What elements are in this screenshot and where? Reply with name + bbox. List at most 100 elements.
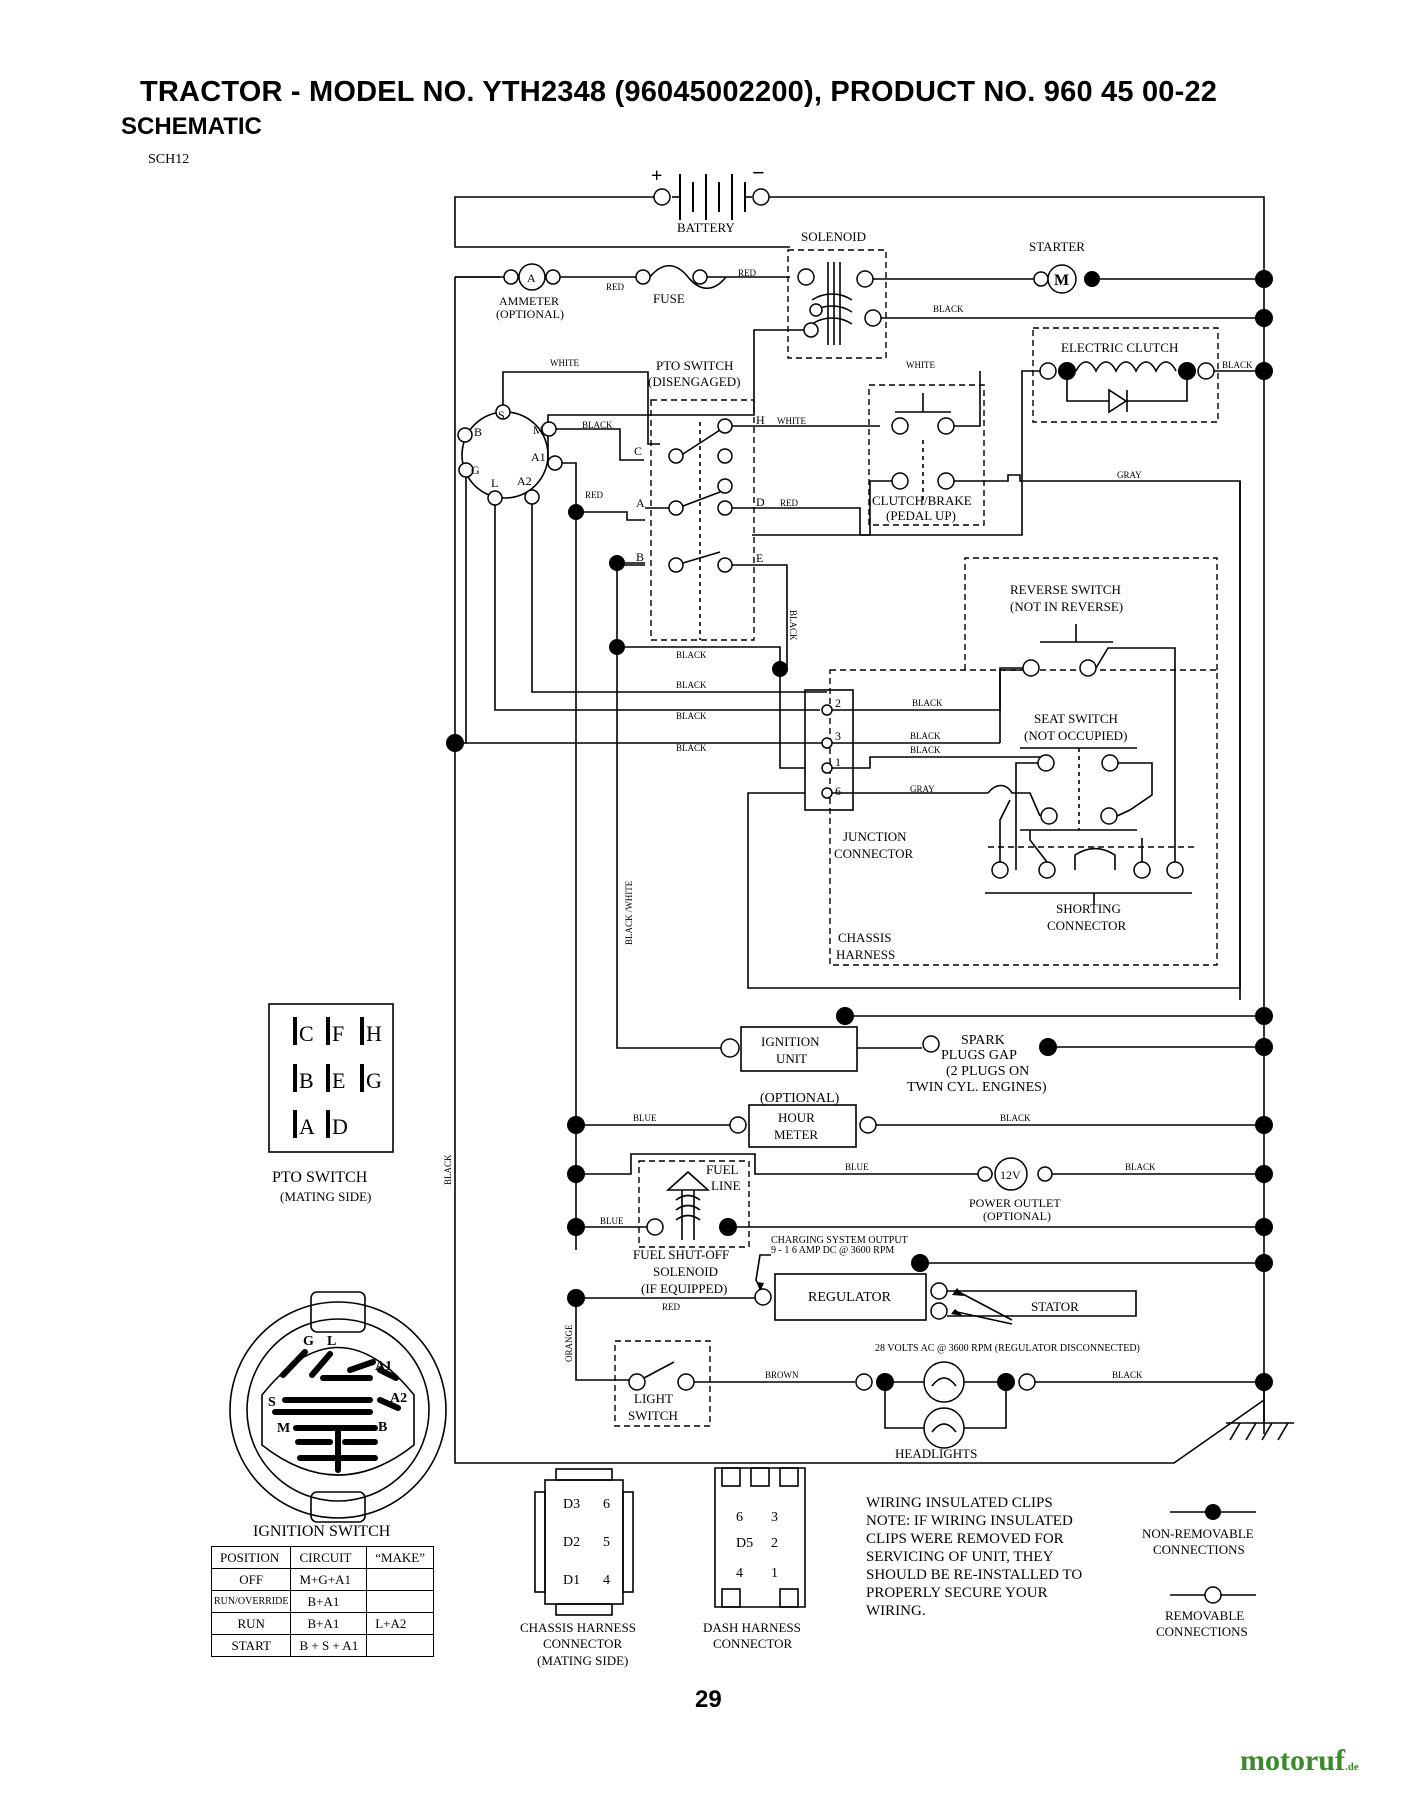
clutch-brake-switch: CLUTCH/BRAKE (PEDAL UP) WHITE GRAY xyxy=(860,360,1241,1000)
svg-text:WHITE: WHITE xyxy=(777,416,806,426)
svg-text:2: 2 xyxy=(835,696,841,710)
svg-text:1: 1 xyxy=(771,1566,778,1581)
ammeter-symbol: A xyxy=(527,271,536,285)
svg-text:A: A xyxy=(299,1114,315,1139)
svg-text:RED: RED xyxy=(780,498,799,508)
svg-text:SOLENOID: SOLENOID xyxy=(801,229,866,244)
light-switch: ORANGE LIGHT SWITCH BROWN xyxy=(564,1298,855,1427)
ammeter-label: AMMETER xyxy=(499,294,559,308)
fuel-solenoid: FUEL LINE BLUE FUEL SHUT-OFF SOLENOID (I… xyxy=(567,1160,1273,1296)
svg-text:WIRING.: WIRING. xyxy=(866,1603,926,1619)
svg-text:L: L xyxy=(491,476,498,490)
svg-text:F: F xyxy=(332,1021,344,1046)
chassis-harness-box: CHASSIS HARNESS xyxy=(829,557,1218,966)
svg-text:PTO SWITCH: PTO SWITCH xyxy=(272,1169,368,1186)
hour-meter: (OPTIONAL) BLUE HOUR METER BLACK xyxy=(567,1091,1273,1148)
svg-text:D: D xyxy=(332,1114,348,1139)
svg-text:BLACK: BLACK xyxy=(1222,360,1253,370)
svg-text:CHASSIS: CHASSIS xyxy=(838,930,891,945)
svg-text:4: 4 xyxy=(736,1566,743,1581)
svg-text:(IF EQUIPPED): (IF EQUIPPED) xyxy=(641,1281,727,1296)
svg-text:BLACK: BLACK xyxy=(1125,1162,1156,1172)
svg-text:BLACK: BLACK xyxy=(933,304,964,314)
svg-text:E: E xyxy=(756,551,763,565)
ground xyxy=(1226,270,1294,1441)
svg-text:(OPTIONAL): (OPTIONAL) xyxy=(760,1091,840,1106)
svg-text:B: B xyxy=(299,1068,314,1093)
svg-text:M: M xyxy=(533,423,544,437)
svg-text:RED: RED xyxy=(738,268,757,278)
svg-text:B: B xyxy=(636,550,644,564)
svg-text:BLUE: BLUE xyxy=(845,1162,869,1172)
electric-clutch: ELECTRIC CLUTCH BLACK xyxy=(752,327,1264,536)
svg-text:WHITE: WHITE xyxy=(906,360,935,370)
svg-text:BLACK: BLACK xyxy=(676,650,707,660)
battery-plus: + xyxy=(651,165,662,187)
page-title: TRACTOR - MODEL NO. YTH2348 (96045002200… xyxy=(140,76,1218,108)
svg-text:CHARGING SYSTEM OUTPUT: CHARGING SYSTEM OUTPUT xyxy=(771,1235,908,1246)
svg-text:6: 6 xyxy=(736,1510,743,1525)
svg-text:HARNESS: HARNESS xyxy=(836,947,895,962)
svg-text:BLACK: BLACK xyxy=(910,745,941,755)
reverse-switch: REVERSE SWITCH (NOT IN REVERSE) xyxy=(999,582,1176,760)
svg-text:BLACK: BLACK xyxy=(1000,1113,1031,1123)
svg-text:CLUTCH/BRAKE: CLUTCH/BRAKE xyxy=(872,493,972,508)
svg-text:BLUE: BLUE xyxy=(600,1216,624,1226)
svg-text:RED: RED xyxy=(606,282,625,292)
svg-text:PTO SWITCH: PTO SWITCH xyxy=(656,358,733,373)
svg-text:E: E xyxy=(332,1068,345,1093)
svg-text:DASH HARNESS: DASH HARNESS xyxy=(703,1620,801,1635)
svg-text:STATOR: STATOR xyxy=(1031,1299,1079,1314)
svg-text:BLUE: BLUE xyxy=(633,1113,657,1123)
drawing-code: SCH12 xyxy=(148,152,190,167)
ammeter-note: (OPTIONAL) xyxy=(496,307,564,321)
svg-text:3: 3 xyxy=(835,729,841,743)
svg-text:STARTER: STARTER xyxy=(1029,239,1085,254)
table-row: RUN B+A1 L+A2 xyxy=(210,1612,435,1635)
shorting-connector: SHORTING CONNECTOR xyxy=(985,799,1198,933)
headlights: BLACK HEADLIGHTS xyxy=(855,1361,1273,1461)
svg-text:A2: A2 xyxy=(517,474,532,488)
svg-text:9 - 1 6 AMP DC @ 3600 RPM: 9 - 1 6 AMP DC @ 3600 RPM xyxy=(771,1245,894,1256)
fuse-label: FUSE xyxy=(653,291,685,306)
svg-text:CONNECTOR: CONNECTOR xyxy=(834,846,914,861)
svg-text:SHOULD BE RE-INSTALLED TO: SHOULD BE RE-INSTALLED TO xyxy=(866,1567,1082,1583)
table-header: POSITION xyxy=(210,1546,292,1569)
svg-text:REGULATOR: REGULATOR xyxy=(808,1290,892,1305)
svg-text:BLACK: BLACK xyxy=(1112,1370,1143,1380)
wiring-notes: WIRING INSULATED CLIPS NOTE: IF WIRING I… xyxy=(866,1495,1082,1619)
svg-text:ELECTRIC CLUTCH: ELECTRIC CLUTCH xyxy=(1061,340,1178,355)
table-header: CIRCUIT xyxy=(290,1546,368,1569)
svg-text:BLACK: BLACK xyxy=(582,420,613,430)
svg-text:WIRING INSULATED CLIPS: WIRING INSULATED CLIPS xyxy=(866,1495,1053,1511)
svg-text:A1: A1 xyxy=(531,450,546,464)
ignition-switch-drawing: G L A1 A2 S M B IGNITION SWITCH xyxy=(229,1291,447,1540)
svg-text:D: D xyxy=(756,495,765,509)
svg-text:S: S xyxy=(268,1395,276,1410)
svg-text:28 VOLTS AC @ 3600 RPM (REGULA: 28 VOLTS AC @ 3600 RPM (REGULATOR DISCON… xyxy=(875,1343,1140,1354)
legend: NON-REMOVABLE CONNECTIONS REMOVABLE CONN… xyxy=(1142,1504,1256,1639)
svg-text:REVERSE SWITCH: REVERSE SWITCH xyxy=(1010,582,1121,597)
svg-text:(2 PLUGS ON: (2 PLUGS ON xyxy=(946,1064,1029,1079)
svg-text:CONNECTIONS: CONNECTIONS xyxy=(1156,1624,1248,1639)
svg-text:S: S xyxy=(498,408,505,422)
svg-text:M: M xyxy=(277,1421,290,1436)
svg-text:B: B xyxy=(474,425,482,439)
svg-text:C: C xyxy=(634,444,642,458)
table-row: START B + S + A1 xyxy=(210,1634,435,1657)
ammeter: A AMMETER (OPTIONAL) xyxy=(455,263,564,321)
svg-text:D5: D5 xyxy=(736,1536,753,1551)
pto-mating-connector: C F H B E G A D PTO SWITCH (MATING SIDE) xyxy=(268,1003,394,1204)
table-row: OFF M+G+A1 xyxy=(210,1568,435,1591)
solenoid: SOLENOID BLACK xyxy=(547,229,1264,460)
svg-text:6: 6 xyxy=(835,784,841,798)
svg-text:2: 2 xyxy=(771,1536,778,1551)
svg-text:(NOT OCCUPIED): (NOT OCCUPIED) xyxy=(1024,728,1127,743)
svg-text:CONNECTOR: CONNECTOR xyxy=(713,1636,793,1651)
svg-text:NOTE: IF WIRING INSULATED: NOTE: IF WIRING INSULATED xyxy=(866,1513,1073,1529)
svg-text:SOLENOID: SOLENOID xyxy=(653,1264,718,1279)
svg-text:FUEL: FUEL xyxy=(706,1162,739,1177)
pto-switch-schematic: PTO SWITCH (DISENGAGED) C H A D B E WHIT… xyxy=(617,358,880,669)
svg-text:SERVICING OF UNIT, THEY: SERVICING OF UNIT, THEY xyxy=(866,1549,1054,1565)
